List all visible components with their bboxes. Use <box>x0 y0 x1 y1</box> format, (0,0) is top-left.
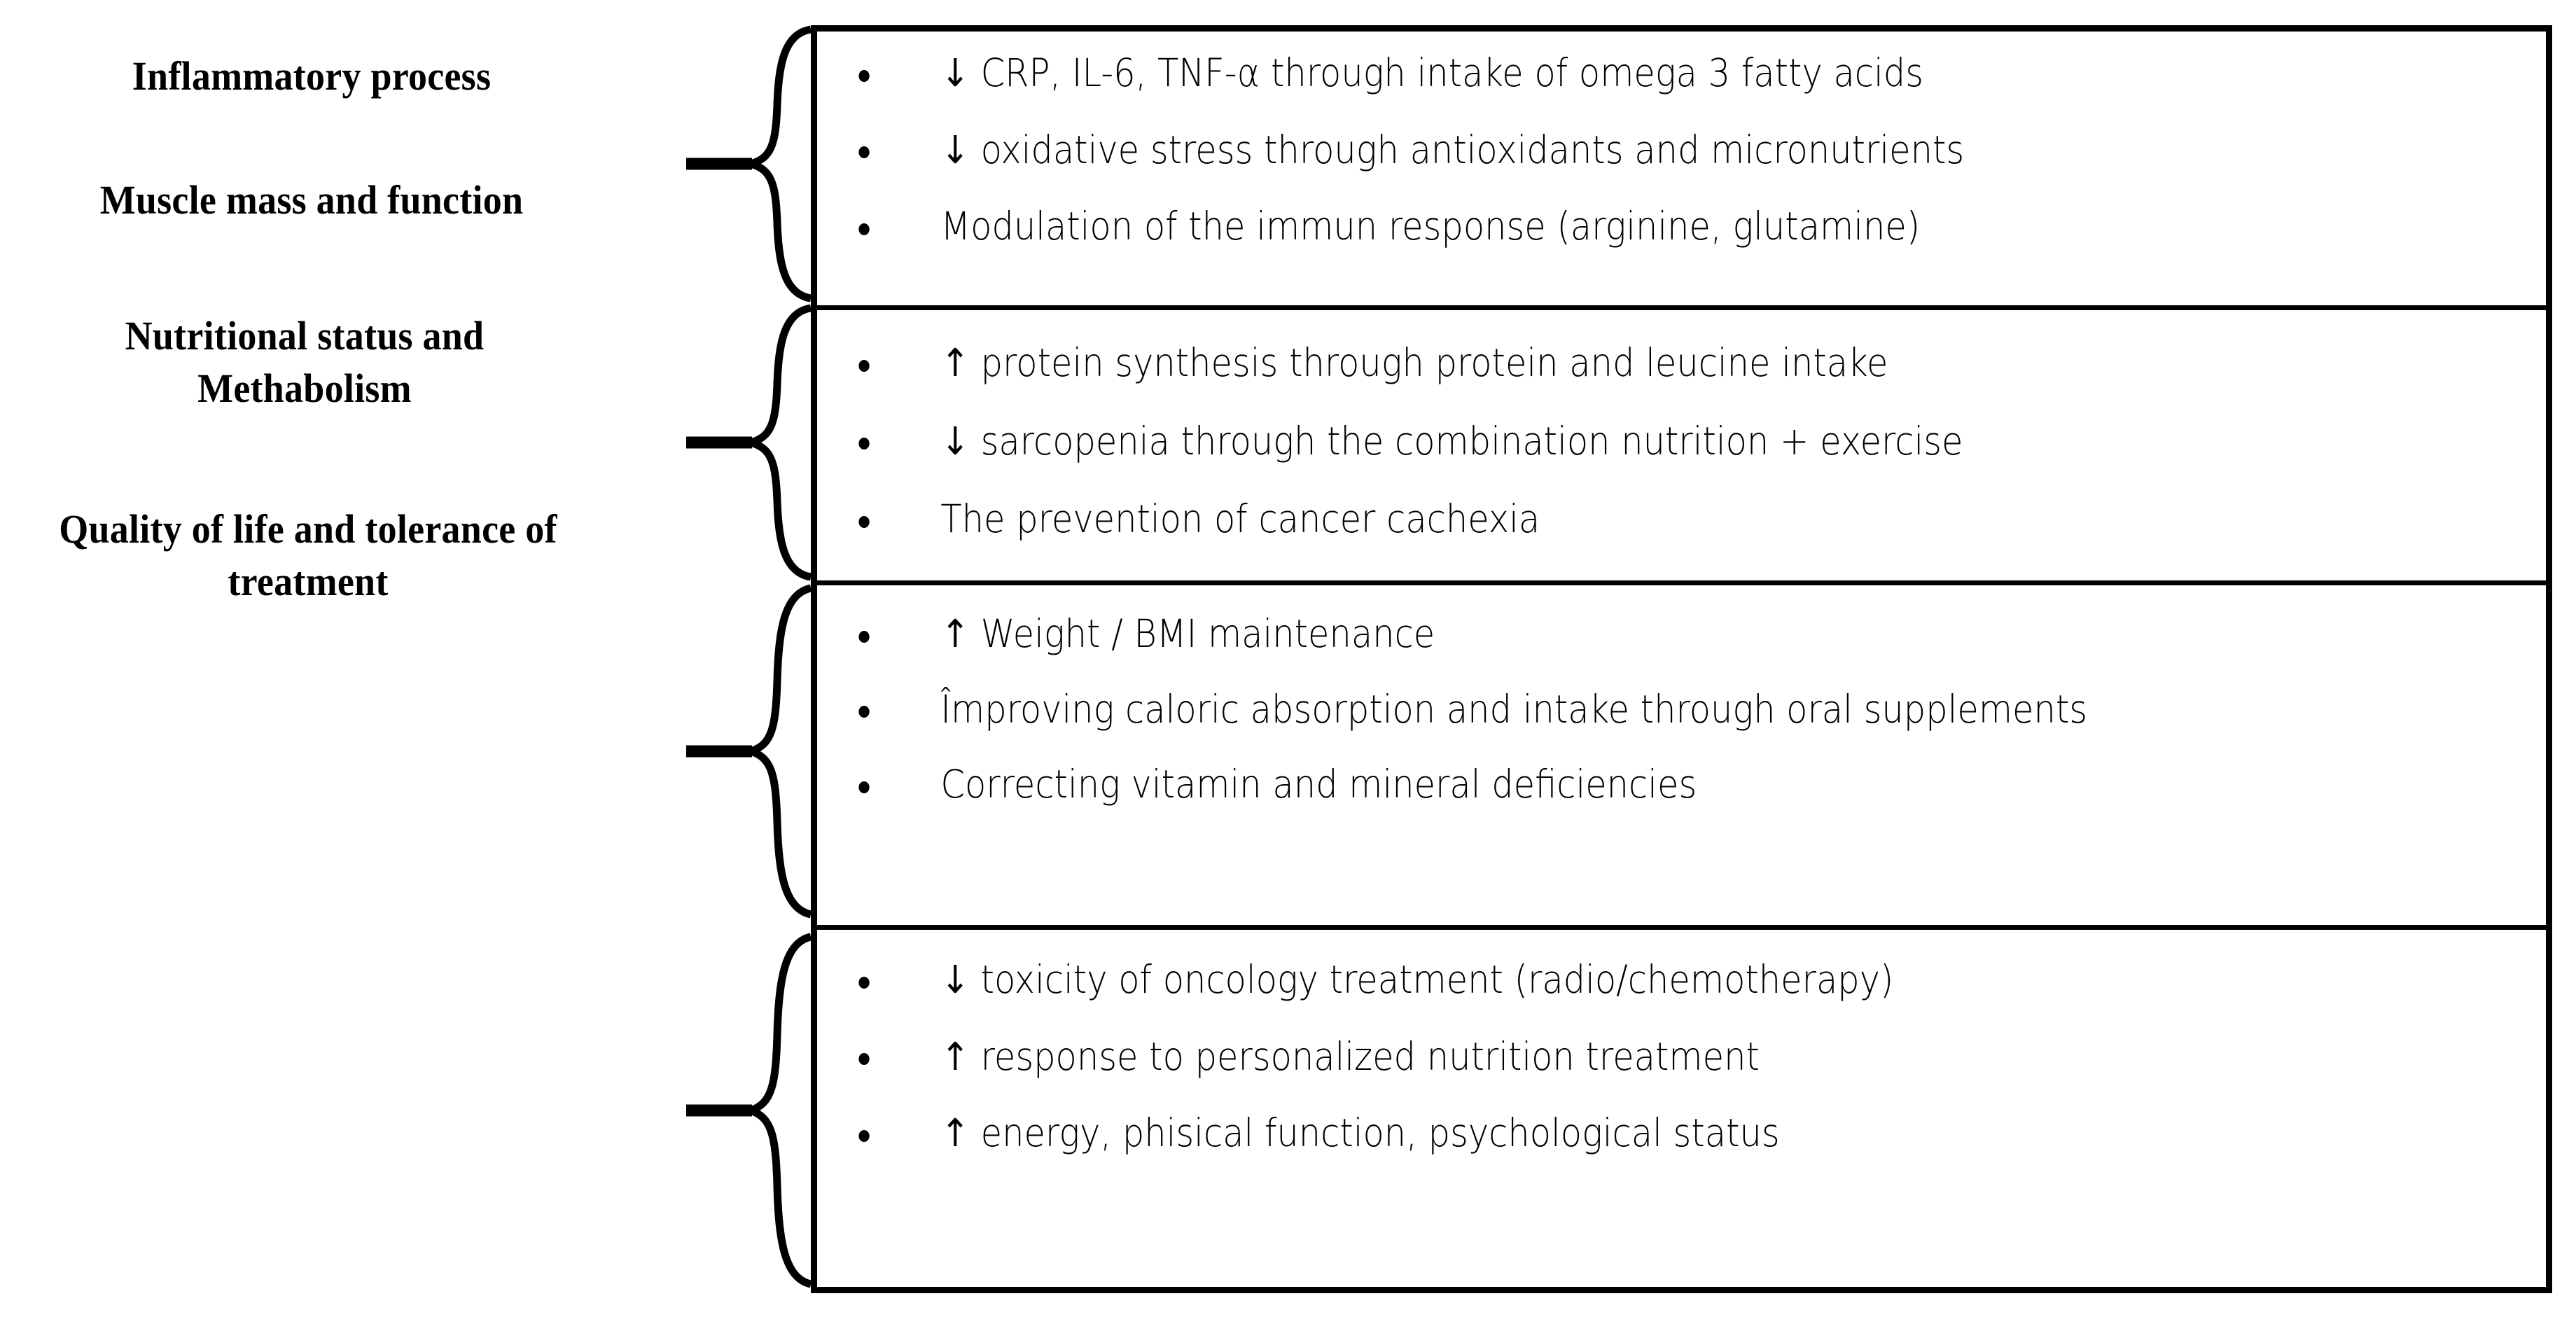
bullet-item: ↑ energy, phisical function, psychologic… <box>817 1108 2373 1159</box>
down-arrow-icon: ↓ <box>940 418 970 464</box>
up-arrow-icon: ↑ <box>940 340 970 385</box>
bullet-item: ↓ CRP, IL-6, TNF-α through intake of ome… <box>817 48 2373 99</box>
category-label-inflammatory-process: Inflammatory process <box>132 53 492 99</box>
bullet-list-row-3: ↑ Weight / BMI maintenance Împroving cal… <box>817 609 2546 810</box>
bullet-list-row-2: ↑ protein synthesis through protein and … <box>817 338 2546 545</box>
bullet-text: Modulation of the immun response (argini… <box>940 204 1921 249</box>
category-label-column: Inflammatory process Muscle mass and fun… <box>0 0 623 1317</box>
category-label-nutritional-status-and-methabolism: Nutritional status and Methabolism <box>125 313 485 412</box>
bullet-text: energy, phisical function, psychological… <box>980 1110 1780 1155</box>
box-row-inflammatory-process: ↓ CRP, IL-6, TNF-α through intake of ome… <box>817 32 2546 310</box>
bullet-item: Modulation of the immun response (argini… <box>817 202 2373 252</box>
bullet-text: Correcting vitamin and mineral deficienc… <box>940 762 1697 807</box>
box-row-nutritional-status-and-methabolism: ↑ Weight / BMI maintenance Împroving cal… <box>817 585 2546 930</box>
box-row-muscle-mass-and-function: ↑ protein synthesis through protein and … <box>817 310 2546 585</box>
curly-brace-row-4 <box>738 933 812 1288</box>
bullet-text: response to personalized nutrition treat… <box>980 1033 1760 1079</box>
bullet-item: Împroving caloric absorption and intake … <box>817 685 2138 735</box>
category-label-muscle-mass-and-function: Muscle mass and function <box>99 177 524 223</box>
bullet-text: The prevention of cancer cachexia <box>940 496 1540 541</box>
bullet-text: protein synthesis through protein and le… <box>980 340 1888 385</box>
bullet-text: CRP, IL-6, TNF-α through intake of omega… <box>980 50 1923 95</box>
bullet-item: ↓ sarcopenia through the combination nut… <box>817 417 2373 467</box>
down-arrow-icon: ↓ <box>940 127 970 172</box>
bullet-text: toxicity of oncology treatment (radio/ch… <box>980 957 1894 1002</box>
down-arrow-icon: ↓ <box>940 957 970 1002</box>
down-arrow-icon: ↓ <box>940 50 970 95</box>
bullet-list-row-1: ↓ CRP, IL-6, TNF-α through intake of ome… <box>817 48 2546 252</box>
box-row-quality-of-life-and-tolerance-of-treatment: ↓ toxicity of oncology treatment (radio/… <box>817 930 2546 1288</box>
bullet-text: sarcopenia through the combination nutri… <box>980 418 1963 464</box>
category-label-quality-of-life-and-tolerance-of-treatment: Quality of life and tolerance of treatme… <box>59 506 557 605</box>
bullet-item: ↑ response to personalized nutrition tre… <box>817 1032 2373 1082</box>
up-arrow-icon: ↑ <box>940 611 970 656</box>
bullet-text: oxidative stress through antioxidants an… <box>980 127 1965 172</box>
brace-group <box>686 25 812 1288</box>
bullet-item: ↓ oxidative stress through antioxidants … <box>817 125 2373 176</box>
bullet-item: Correcting vitamin and mineral deficienc… <box>817 760 2373 810</box>
bullet-item: ↓ toxicity of oncology treatment (radio/… <box>817 955 2373 1005</box>
curly-brace-row-2 <box>735 304 812 581</box>
bullet-text: Împroving caloric absorption and intake … <box>940 686 2088 732</box>
up-arrow-icon: ↑ <box>940 1110 970 1155</box>
bullet-item: ↑ protein synthesis through protein and … <box>817 338 2373 389</box>
intervention-targets-box: ↓ CRP, IL-6, TNF-α through intake of ome… <box>811 25 2552 1293</box>
curly-brace-row-3 <box>737 584 812 919</box>
curly-brace-row-1 <box>735 25 812 302</box>
up-arrow-icon: ↑ <box>940 1033 970 1079</box>
bullet-list-row-4: ↓ toxicity of oncology treatment (radio/… <box>817 955 2546 1159</box>
bullet-item: The prevention of cancer cachexia <box>817 494 2373 545</box>
brace-column <box>623 0 816 1317</box>
bullet-item: ↑ Weight / BMI maintenance <box>817 609 2373 660</box>
bullet-text: Weight / BMI maintenance <box>980 611 1435 656</box>
